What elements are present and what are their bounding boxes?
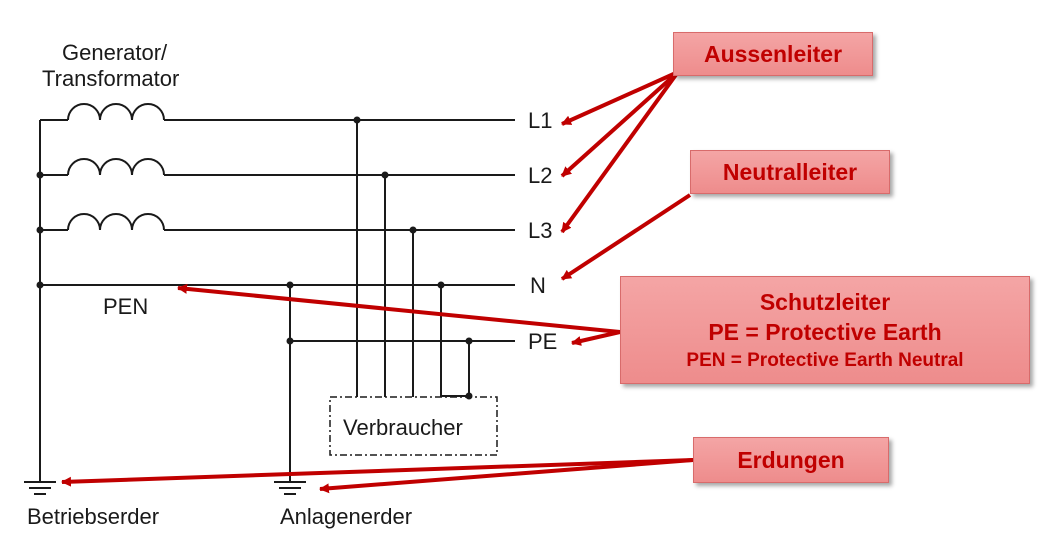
verbraucher-box — [329, 396, 498, 456]
arrow-erdungen-betriebserder — [61, 458, 694, 487]
schutzleiter-callout: Schutzleiter PE = Protective Earth PEN =… — [620, 276, 1030, 384]
arrow-schutzleiter-pe — [571, 330, 621, 346]
coil-l3 — [40, 213, 515, 231]
schutzleiter-title: Schutzleiter — [759, 289, 891, 315]
schutzleiter-pen-text: PEN = Protective Earth Neutral — [686, 350, 964, 371]
schutzleiter-pe-text: PE = Protective Earth — [708, 319, 942, 345]
arrow-erdungen-anlagenerder — [319, 458, 694, 494]
annotation-arrows — [61, 70, 694, 494]
erdungen-callout: Erdungen — [693, 437, 889, 483]
n-label: N — [530, 273, 546, 298]
betriebserder-label: Betriebserder — [27, 504, 160, 529]
anlagenerder-label: Anlagenerder — [280, 504, 413, 529]
l2-label: L2 — [528, 163, 553, 188]
coil-l1 — [40, 103, 515, 121]
arrow-aussenleiter-l3 — [560, 70, 680, 234]
verbraucher-label: Verbraucher — [343, 415, 463, 440]
l1-label: L1 — [528, 108, 553, 133]
consumer-drops — [356, 120, 470, 397]
arrow-neutralleiter-n — [560, 193, 692, 281]
pen-label: PEN — [103, 294, 149, 319]
aussenleiter-callout: Aussenleiter — [673, 32, 873, 76]
generator-label-line1: Generator/ — [62, 40, 168, 65]
betriebserder-ground-icon — [24, 481, 56, 495]
arrow-schutzleiter-pen — [177, 283, 621, 334]
erdungen-text: Erdungen — [737, 447, 845, 473]
aussenleiter-text: Aussenleiter — [703, 41, 843, 67]
l3-label: L3 — [528, 218, 553, 243]
coil-l2 — [40, 158, 515, 176]
arrow-aussenleiter-l2 — [560, 70, 680, 178]
neutralleiter-callout: Neutralleiter — [690, 150, 890, 194]
pe-label: PE — [528, 329, 558, 354]
arrow-aussenleiter-l1 — [561, 70, 679, 126]
generator-label-line2: Transformator — [42, 66, 180, 91]
junction-dots — [36, 116, 473, 400]
neutralleiter-text: Neutralleiter — [722, 159, 858, 185]
anlagenerder-ground-icon — [274, 481, 306, 495]
